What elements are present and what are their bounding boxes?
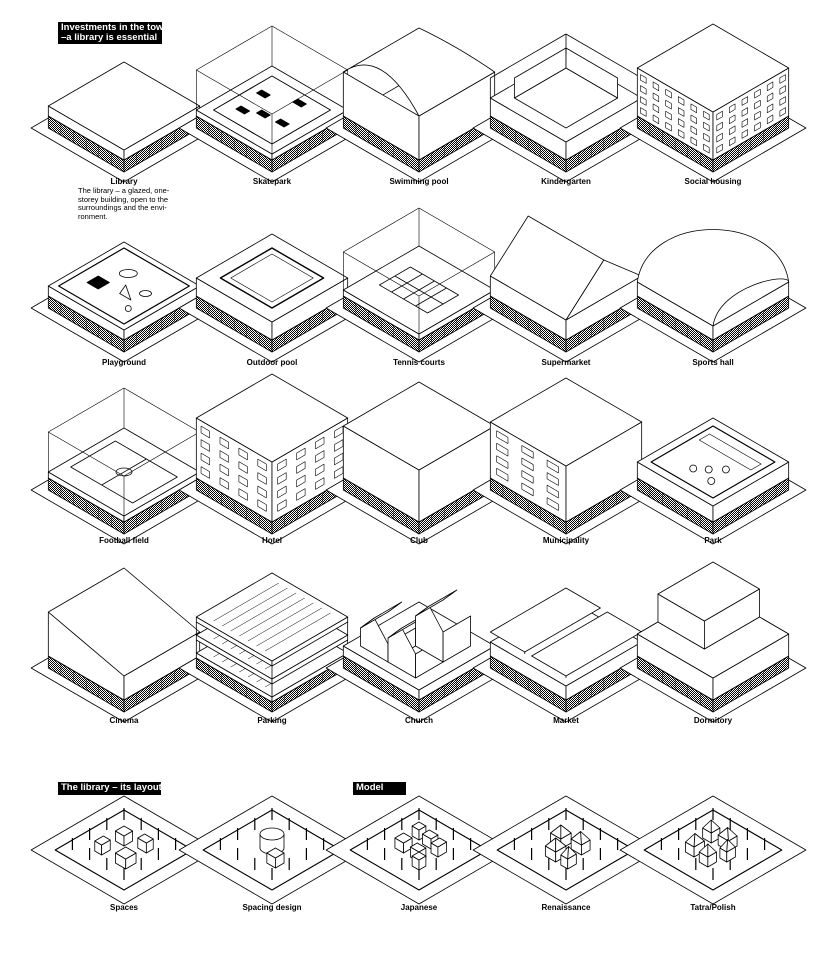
label-club: Club xyxy=(349,536,489,546)
building-church xyxy=(326,590,512,722)
label-outdoor-pool: Outdoor pool xyxy=(202,358,342,368)
building-cinema xyxy=(31,568,217,722)
label-park: Park xyxy=(643,536,783,546)
building-tennis-courts xyxy=(326,208,512,362)
library-description: The library – a glazed, one- storey buil… xyxy=(78,187,174,221)
building-market xyxy=(473,588,659,722)
label-dormitory: Dormitory xyxy=(643,716,783,726)
building-supermarket xyxy=(473,216,659,362)
building-football-field xyxy=(31,388,217,544)
building-skatepark xyxy=(179,26,365,182)
building-park xyxy=(620,418,806,544)
building-swimming-pool xyxy=(326,28,512,182)
label-japanese: Japanese xyxy=(349,903,489,913)
building-municipality xyxy=(473,378,659,544)
building-dormitory xyxy=(620,562,806,722)
label-skatepark: Skatepark xyxy=(202,177,342,187)
label-municipality: Municipality xyxy=(496,536,636,546)
label-church: Church xyxy=(349,716,489,726)
label-supermarket: Supermarket xyxy=(496,358,636,368)
building-club xyxy=(326,382,512,544)
label-cinema: Cinema xyxy=(54,716,194,726)
label-kindergarten: Kindergarten xyxy=(496,177,636,187)
label-social-housing: Social housing xyxy=(643,177,783,187)
label-hotel: Hotel xyxy=(202,536,342,546)
building-hotel xyxy=(179,374,365,544)
label-parking: Parking xyxy=(202,716,342,726)
building-sports-hall xyxy=(620,230,806,363)
label-market: Market xyxy=(496,716,636,726)
label-spaces: Spaces xyxy=(54,903,194,913)
label-spacing-design: Spacing design xyxy=(202,903,342,913)
label-swimming-pool: Swimming pool xyxy=(349,177,489,187)
building-parking xyxy=(179,573,365,722)
label-tennis-courts: Tennis courts xyxy=(349,358,489,368)
building-outdoor-pool xyxy=(179,234,365,362)
label-tatra-polish: Tatra/Polish xyxy=(643,903,783,913)
label-sports-hall: Sports hall xyxy=(643,358,783,368)
label-renaissance: Renaissance xyxy=(496,903,636,913)
label-football-field: Football field xyxy=(54,536,194,546)
building-social-housing xyxy=(620,24,806,182)
label-playground: Playground xyxy=(54,358,194,368)
building-kindergarten xyxy=(473,34,659,182)
building-tatra-polish xyxy=(620,796,806,904)
